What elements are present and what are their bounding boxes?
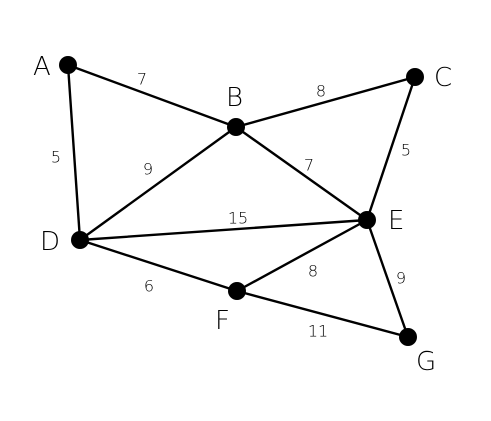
edge-b-c (234, 75, 417, 129)
weight-label-f-e: 8 (308, 262, 318, 281)
node-labels-layer: A B C D E F G (33, 52, 452, 377)
weight-label-e-g: 9 (396, 269, 406, 288)
nodes-layer (59, 56, 424, 346)
edge-f-g (235, 289, 410, 339)
node-e (358, 211, 376, 229)
weight-label-c-e: 5 (401, 141, 411, 160)
edge-b-d (78, 125, 238, 242)
weight-label-d-f: 6 (144, 277, 154, 296)
node-label-e: E (388, 206, 404, 236)
node-c (406, 68, 424, 86)
edge-f-e (235, 218, 369, 293)
node-label-c: C (434, 63, 452, 93)
weight-label-f-g: 11 (308, 322, 328, 341)
node-label-f: F (215, 306, 230, 336)
node-label-d: D (40, 227, 60, 257)
weight-label-b-e: 7 (304, 156, 314, 175)
node-g (399, 328, 417, 346)
weight-label-b-d: 9 (143, 160, 153, 179)
edge-d-e (78, 218, 369, 242)
weight-label-a-d: 5 (51, 148, 61, 167)
edge-e-g (365, 218, 410, 339)
node-a (59, 56, 77, 74)
edge-b-e (234, 125, 369, 222)
weight-label-a-b: 7 (137, 70, 147, 89)
edge-a-b (66, 63, 238, 129)
node-label-g: G (416, 347, 436, 377)
node-f (228, 282, 246, 300)
node-label-a: A (33, 52, 51, 82)
edge-c-e (365, 75, 417, 222)
edge-d-f (78, 238, 239, 293)
edge-weights-layer: 7 5 8 9 7 5 15 6 8 9 11 (51, 70, 411, 341)
weight-label-b-c: 8 (316, 82, 326, 101)
node-b (227, 118, 245, 136)
edge-a-d (66, 63, 82, 242)
weight-label-d-e: 15 (228, 209, 248, 228)
edges-layer (66, 63, 417, 339)
node-label-b: B (226, 83, 243, 113)
node-d (71, 231, 89, 249)
